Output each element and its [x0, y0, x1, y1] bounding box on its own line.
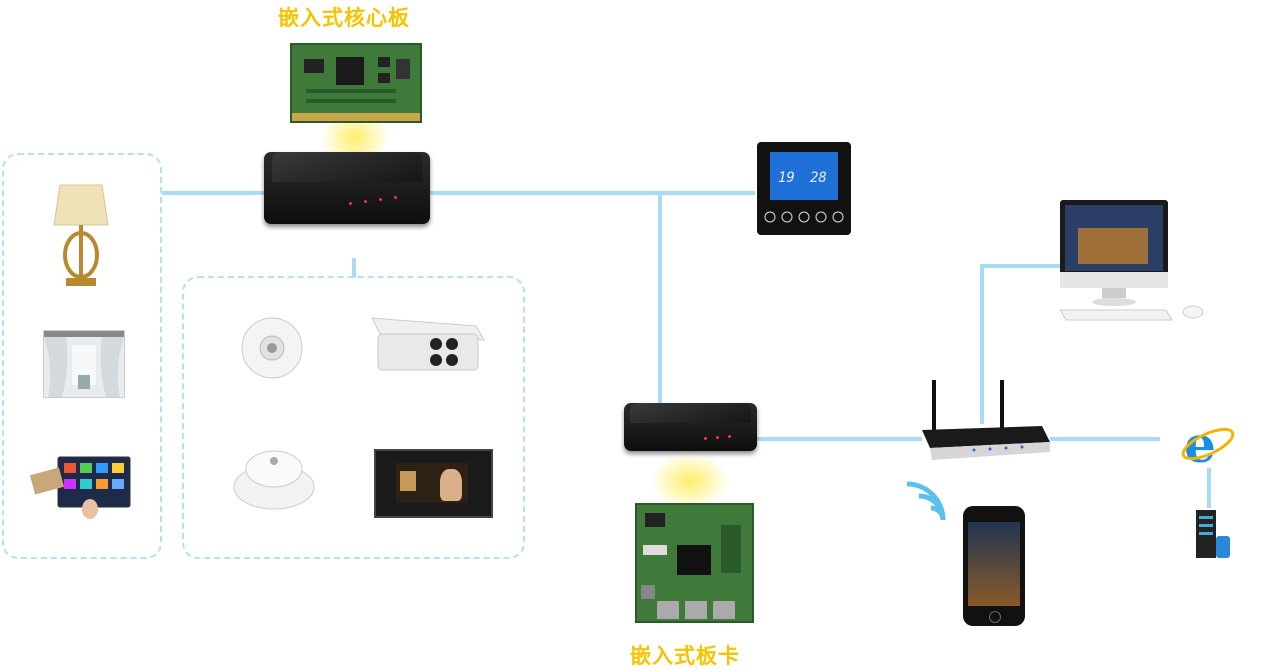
home-appliances-group: [2, 153, 162, 559]
board-card-title: 嵌入式板卡: [630, 644, 740, 668]
phone-icon: [963, 506, 1025, 626]
thermostat-icon: 19 28: [757, 142, 851, 235]
core-board-title: 嵌入式核心板: [278, 6, 410, 30]
board-card-icon: [635, 503, 754, 623]
wire-browser-to-server: [1207, 468, 1211, 508]
smoke-detector-icon: [232, 447, 316, 511]
tv-icon: [29, 455, 132, 520]
wire-left-to-hub: [162, 191, 264, 195]
curtain-icon: [43, 330, 125, 398]
wire-router-to-browser: [1050, 437, 1160, 441]
hub-bottom-icon: [624, 403, 757, 451]
server-icon: [1194, 508, 1232, 560]
camera-icon: [368, 316, 486, 378]
thermostat-temp-right: 28: [810, 170, 827, 186]
browser-icon: e: [1180, 415, 1236, 474]
wire-vertical-trunk: [658, 193, 662, 421]
wire-to-monitor: [980, 264, 1062, 268]
wire-hub-to-thermostat: [428, 191, 755, 195]
core-board-icon: [290, 43, 422, 123]
thermostat-temp-left: 19: [778, 170, 795, 186]
lamp-icon: [50, 180, 112, 290]
wifi-icon: [905, 480, 955, 525]
wire-hub2-to-router: [755, 437, 922, 441]
motion-sensor-icon: [240, 316, 304, 380]
doorphone-icon: [374, 449, 493, 518]
monitor-icon: [1058, 198, 1208, 323]
wire-router-up: [980, 264, 984, 424]
router-icon: [920, 380, 1052, 462]
wire-hub-to-sensors: [352, 258, 356, 278]
board-card-glow: [650, 452, 730, 510]
hub-top-icon: [264, 152, 430, 224]
security-sensors-group: [182, 276, 525, 559]
